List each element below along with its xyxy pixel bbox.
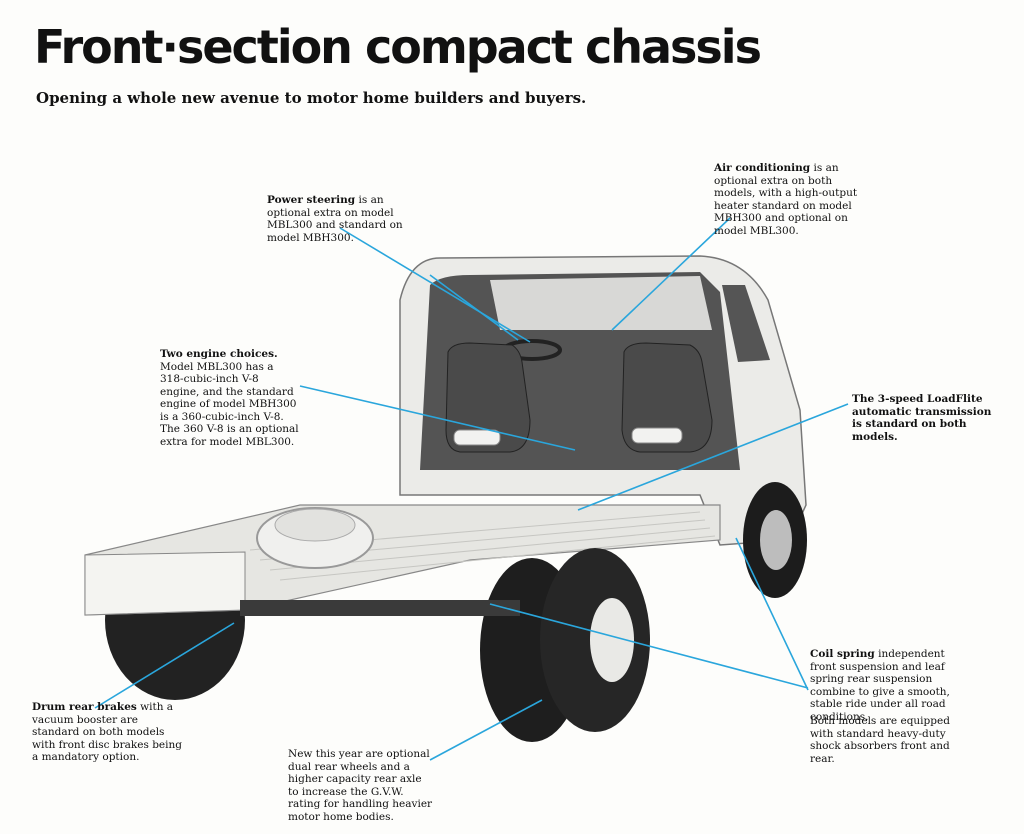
callout-air-conditioning: Air conditioning is an optional extra on… bbox=[714, 162, 858, 237]
callout-dual-rear-wheels: New this year are optional dual rear whe… bbox=[288, 748, 433, 823]
page-title: Front·section compact chassis bbox=[34, 20, 762, 74]
spare-rim-inner bbox=[274, 508, 356, 542]
dual-rear-hub bbox=[590, 598, 634, 682]
side-window bbox=[722, 285, 770, 362]
right-seat-armrest bbox=[631, 427, 683, 444]
callout-power-steering: Power steering is an optional extra on m… bbox=[267, 194, 403, 244]
rear-axle bbox=[240, 600, 520, 616]
callout-coil-spring: Coil spring independent front suspension… bbox=[810, 648, 950, 723]
callout-transmission: The 3-speed LoadFlite automatic transmis… bbox=[852, 393, 992, 443]
front-hubcap bbox=[760, 510, 792, 570]
callout-drum-brakes: Drum rear brakes with a vacuum booster a… bbox=[32, 701, 182, 763]
windshield-glass bbox=[490, 276, 712, 330]
page-subtitle: Opening a whole new avenue to motor home… bbox=[36, 89, 587, 107]
left-seat-armrest bbox=[453, 429, 501, 446]
callout-engine-choices: Two engine choices. Model MBL300 has a 3… bbox=[160, 348, 299, 448]
platform-front-face bbox=[84, 551, 246, 616]
callout-shock-absorbers: Both models are equipped with standard h… bbox=[810, 715, 950, 765]
